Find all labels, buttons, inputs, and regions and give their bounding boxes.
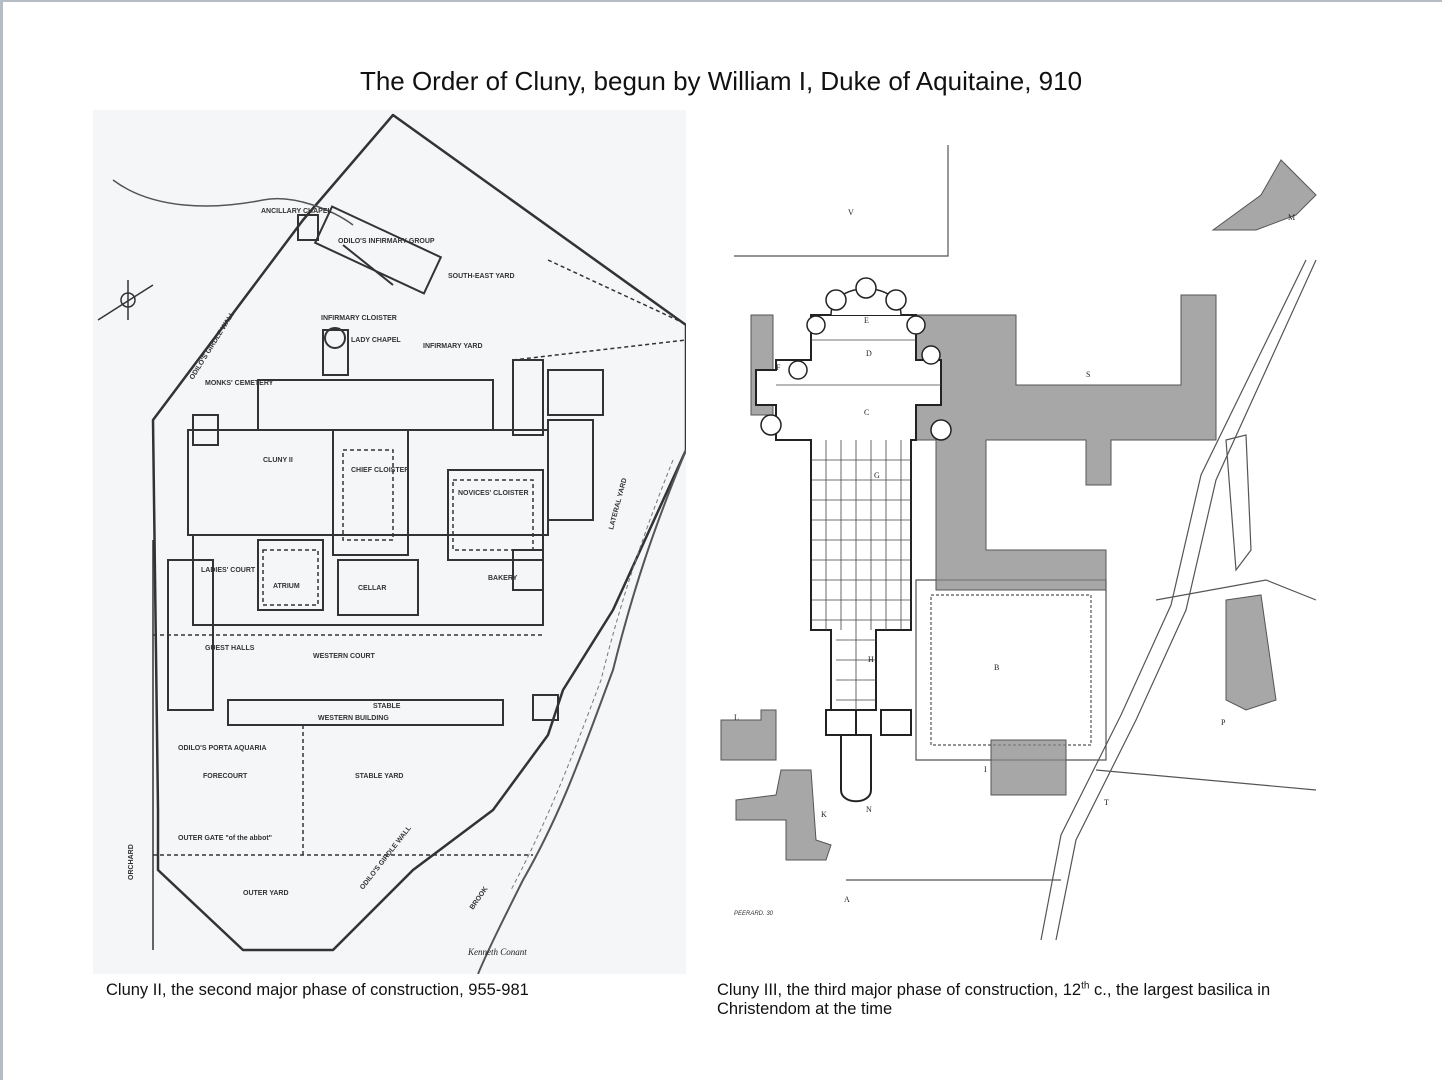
caption-cluny-iii-rest: c., the largest basilica in Christendom …: [717, 981, 1271, 1018]
letter-s: S: [1086, 370, 1090, 379]
girdle-wall: [151, 113, 686, 952]
label-stable-yard: STABLE YARD: [355, 773, 404, 780]
slide-title: The Order of Cluny, begun by William I, …: [359, 66, 1083, 96]
letter-c: C: [864, 408, 869, 417]
cluny-iii-plan: V M S F E D C G H B L I K P T A N PEERAR…: [716, 140, 1336, 940]
label-infirmary-cloister: INFIRMARY CLOISTER: [321, 315, 397, 322]
letter-f: F: [776, 363, 781, 372]
plan-signature-right: PEERARD. 30: [734, 911, 774, 917]
letter-p: P: [1221, 718, 1226, 727]
letter-k: K: [821, 810, 827, 819]
label-novices-cloister: NOVICES' CLOISTER: [458, 490, 529, 497]
label-outer-yard: OUTER YARD: [243, 890, 289, 897]
label-cellar: CELLAR: [358, 585, 386, 592]
cluny-iii-plan-drawing: V M S F E D C G H B L I K P T A N PEERAR…: [720, 145, 1317, 940]
label-lady-chapel: LADY CHAPEL: [351, 337, 401, 344]
label-guest-halls: GUEST HALLS: [205, 645, 255, 652]
label-porta: ODILO'S PORTA AQUARIA: [178, 745, 267, 752]
caption-cluny-iii-sup: th: [1081, 980, 1090, 992]
label-south-east-yard: SOUTH-EAST YARD: [448, 273, 515, 280]
label-forecourt: FORECOURT: [203, 773, 248, 780]
label-western-building: WESTERN BUILDING: [318, 715, 389, 722]
label-ladies-court: LADIES' COURT: [201, 567, 256, 574]
letter-e: E: [864, 316, 869, 325]
caption-cluny-ii: Cluny II, the second major phase of cons…: [106, 981, 529, 999]
caption-cluny-iii: Cluny III, the third major phase of cons…: [717, 981, 1277, 1019]
label-stable: STABLE: [373, 703, 401, 710]
slide-border-top: [0, 0, 1442, 2]
letter-d: D: [866, 349, 872, 358]
letter-h: H: [868, 655, 874, 664]
label-infirmary-group: ODILO'S INFIRMARY GROUP: [338, 238, 435, 245]
letter-i: I: [984, 765, 987, 774]
brook-line: [477, 449, 686, 974]
plan-signature: Kenneth Conant: [467, 947, 527, 957]
label-cluny-ii: CLUNY II: [263, 457, 293, 464]
label-bakery: BAKERY: [488, 575, 518, 582]
letter-a: A: [844, 895, 850, 904]
cluny-ii-plan-drawing: ANCILLARY CHAPEL ODILO'S INFIRMARY GROUP…: [97, 113, 686, 974]
letter-b: B: [994, 663, 999, 672]
label-western-court: WESTERN COURT: [313, 653, 376, 660]
label-outer-gate: OUTER GATE "of the abbot": [178, 835, 272, 842]
label-monks-cemetery: MONKS' CEMETERY: [205, 380, 274, 387]
letter-n: N: [866, 805, 872, 814]
letter-t: T: [1104, 798, 1109, 807]
letter-g: G: [874, 471, 880, 480]
letter-m: M: [1288, 213, 1295, 222]
label-atrium: ATRIUM: [273, 583, 300, 590]
label-girdle-wall-south: ODILO'S GIRDLE WALL: [359, 824, 413, 891]
cluny-ii-plan: ANCILLARY CHAPEL ODILO'S INFIRMARY GROUP…: [93, 110, 686, 974]
label-brook: BROOK: [469, 886, 490, 911]
letter-v: V: [848, 208, 854, 217]
label-girdle-wall-west: ODILO'S GIRDLE WALL: [189, 310, 237, 381]
slide-border-left: [0, 0, 3, 1080]
caption-cluny-iii-main: Cluny III, the third major phase of cons…: [717, 981, 1082, 999]
label-chief-cloister: CHIEF CLOISTER: [351, 467, 409, 474]
letter-l: L: [734, 713, 739, 722]
label-infirmary-yard: INFIRMARY YARD: [423, 343, 483, 350]
label-lateral-yard: LATERAL YARD: [608, 477, 628, 530]
label-orchard: ORCHARD: [128, 844, 135, 880]
compass-icon: [97, 280, 154, 321]
label-ancillary-chapel: ANCILLARY CHAPEL: [261, 208, 333, 215]
